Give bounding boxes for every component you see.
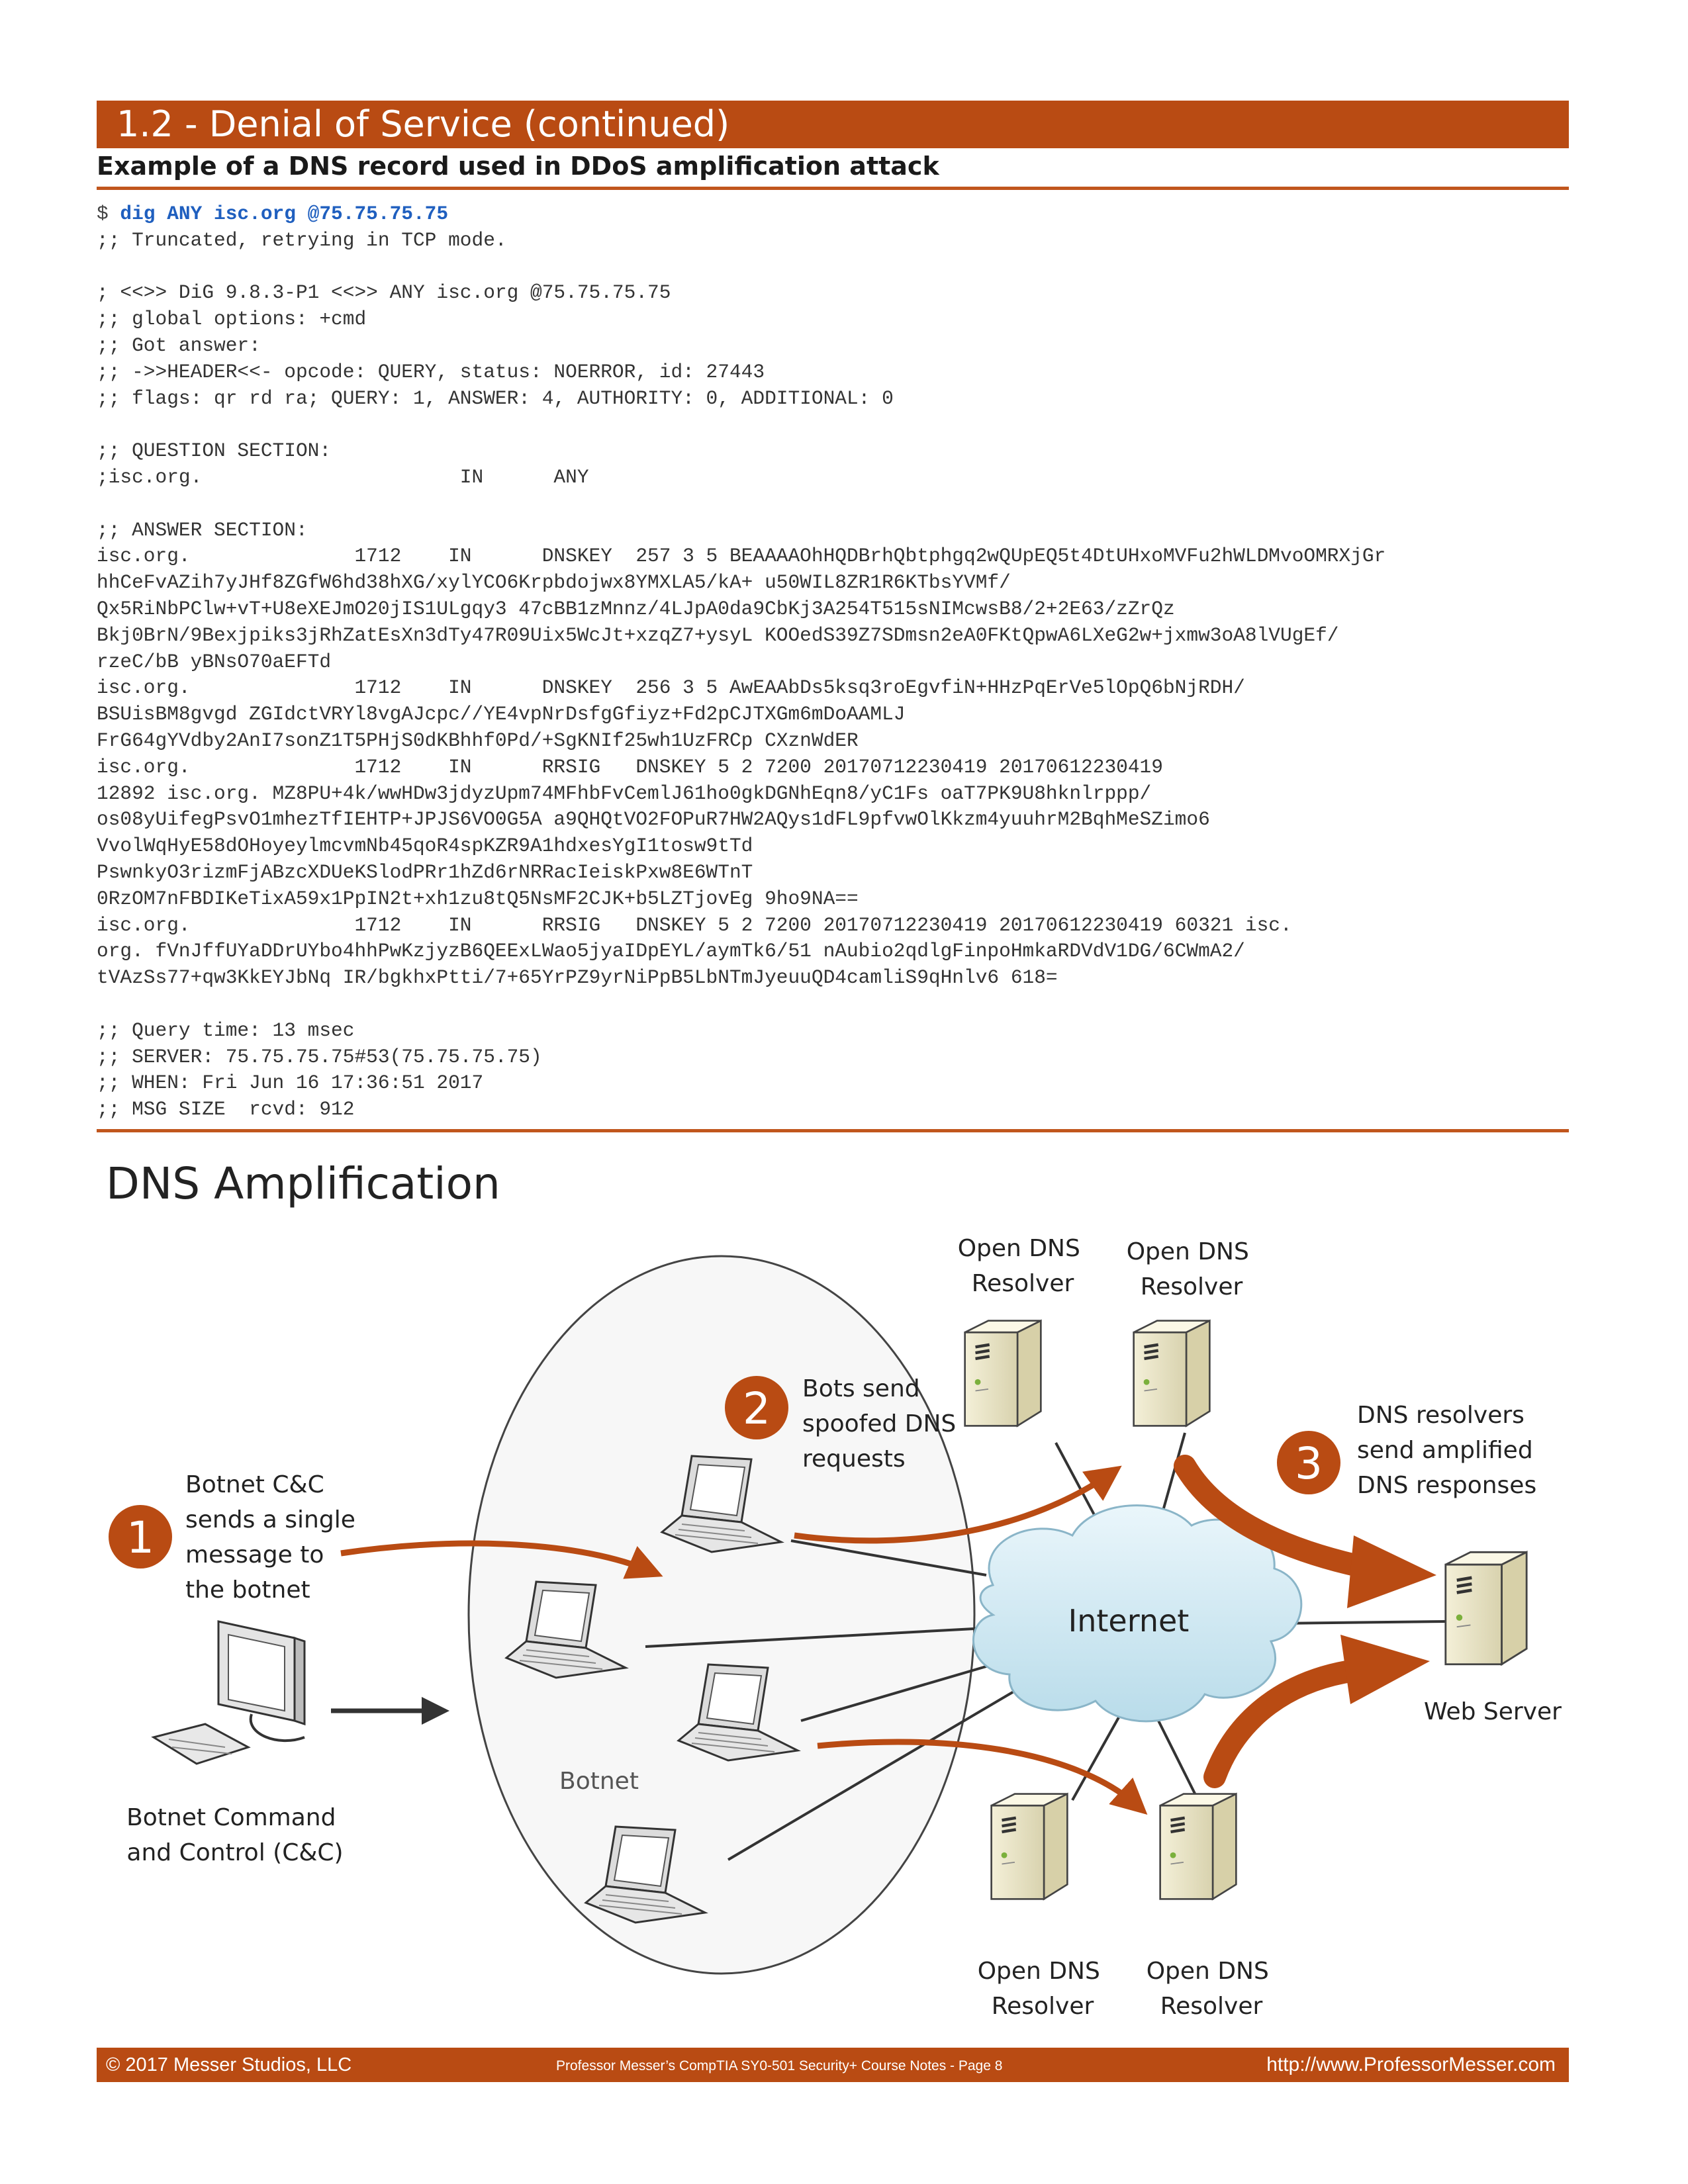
top-divider <box>97 187 1569 190</box>
dig-command: dig ANY isc.org @75.75.75.75 <box>120 203 449 225</box>
open-dns-resolver-bottom-left <box>992 1794 1068 1899</box>
footer-bar <box>97 2048 1569 2082</box>
shell-prompt: $ <box>97 203 120 225</box>
resolver-label-bottom-left: Open DNS Resolver <box>978 1958 1108 2020</box>
footer-website-link[interactable]: http://www.ProfessorMesser.com <box>1266 2054 1556 2075</box>
resolver-label-bottom-right: Open DNS Resolver <box>1147 1958 1277 2020</box>
section-subtitle: Example of a DNS record used in DDoS amp… <box>97 152 939 181</box>
web-server-label: Web Server <box>1424 1698 1562 1725</box>
step-2-marker: 2 <box>725 1376 788 1439</box>
resolver-label-top-right: Open DNS Resolver <box>1127 1238 1257 1300</box>
footer-copyright: © 2017 Messer Studios, LLC <box>106 2054 352 2075</box>
open-dns-resolver-bottom-right <box>1160 1794 1237 1899</box>
svg-text:3: 3 <box>1295 1438 1323 1489</box>
cc-command-arrow <box>340 1540 663 1579</box>
svg-text:1: 1 <box>126 1512 154 1563</box>
cc-label: Botnet Command and Control (C&C) <box>126 1804 344 1866</box>
middle-divider <box>97 1129 1569 1132</box>
botnet-cc-computer <box>151 1620 306 1765</box>
dig-output-listing: $ dig ANY isc.org @75.75.75.75 ;; Trunca… <box>97 201 1569 1123</box>
svg-text:2: 2 <box>743 1383 771 1434</box>
dig-output: ;; Truncated, retrying in TCP mode. ; <<… <box>97 228 1386 1121</box>
botnet-boundary <box>467 1255 976 1975</box>
step-2-label: Bots send spoofed DNS requests <box>802 1375 964 1473</box>
section-title-bar <box>97 101 1569 148</box>
web-server <box>1446 1552 1526 1664</box>
diagram-title: DNS Amplification <box>106 1158 500 1209</box>
open-dns-resolver-top-right <box>1134 1321 1210 1426</box>
step-1-marker: 1 <box>109 1505 172 1569</box>
step-3-label: DNS resolvers send amplified DNS respons… <box>1357 1402 1540 1499</box>
internet-label: Internet <box>1068 1603 1190 1639</box>
resolver-label-top-left: Open DNS Resolver <box>958 1235 1088 1297</box>
internet-cloud <box>972 1504 1303 1723</box>
step-1-label: Botnet C&C sends a single message to the… <box>185 1471 363 1604</box>
section-title: 1.2 - Denial of Service (continued) <box>117 103 730 145</box>
step-3-marker: 3 <box>1277 1431 1340 1494</box>
amplified-response-arrow-lower <box>1203 1635 1430 1788</box>
spoofed-request-arrow-upper <box>794 1465 1122 1544</box>
botnet-label: Botnet <box>559 1768 639 1795</box>
spoofed-request-arrow-lower <box>817 1739 1148 1815</box>
amplified-response-arrow-upper <box>1174 1455 1436 1608</box>
footer-course-info: Professor Messer’s CompTIA SY0-501 Secur… <box>556 2058 1003 2073</box>
open-dns-resolver-top-left <box>965 1321 1041 1426</box>
